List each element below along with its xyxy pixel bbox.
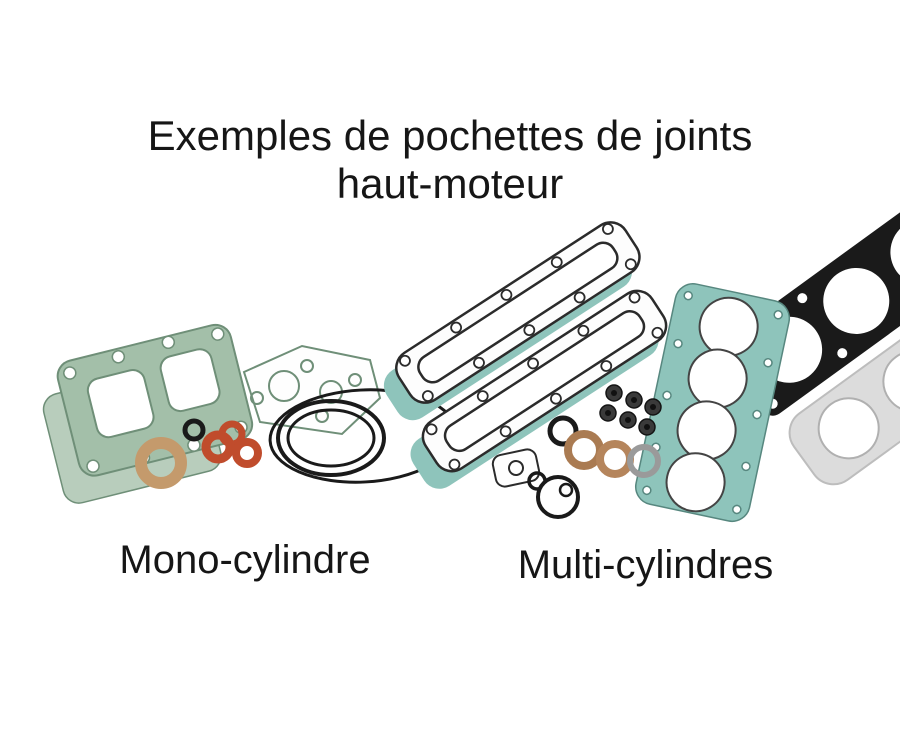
multi-cylinder-gasket-group: [383, 156, 900, 523]
figure-title: Exemples de pochettes de joints haut-mot…: [0, 112, 900, 208]
valve-stem-seals: [599, 384, 662, 436]
valve-cover-gasket-upper: [395, 221, 641, 404]
figure-title-line1: Exemples de pochettes de joints: [147, 112, 753, 159]
sealing-rings: [547, 415, 661, 478]
round-gasket-with-port: [536, 475, 580, 519]
rocker-cover-gaskets: [383, 221, 668, 489]
metal-head-gasket: [788, 259, 900, 486]
figure-title-line2: haut-moteur: [336, 159, 564, 207]
mono-cylinder-gasket-group: [42, 323, 458, 504]
cylinder-base-gasket: [56, 323, 254, 477]
small-o-ring: [182, 418, 206, 442]
small-plate-gasket: [491, 448, 541, 488]
four-cylinder-head-gasket: [634, 283, 791, 523]
caption-multi-cylindres: Multi-cylindres: [517, 543, 774, 587]
fiber-ring: [135, 437, 187, 489]
valve-cover-gasket-lower: [421, 289, 668, 473]
caption-mono-cylindre: Mono-cylindre: [119, 538, 371, 582]
copper-washers: [201, 420, 262, 468]
